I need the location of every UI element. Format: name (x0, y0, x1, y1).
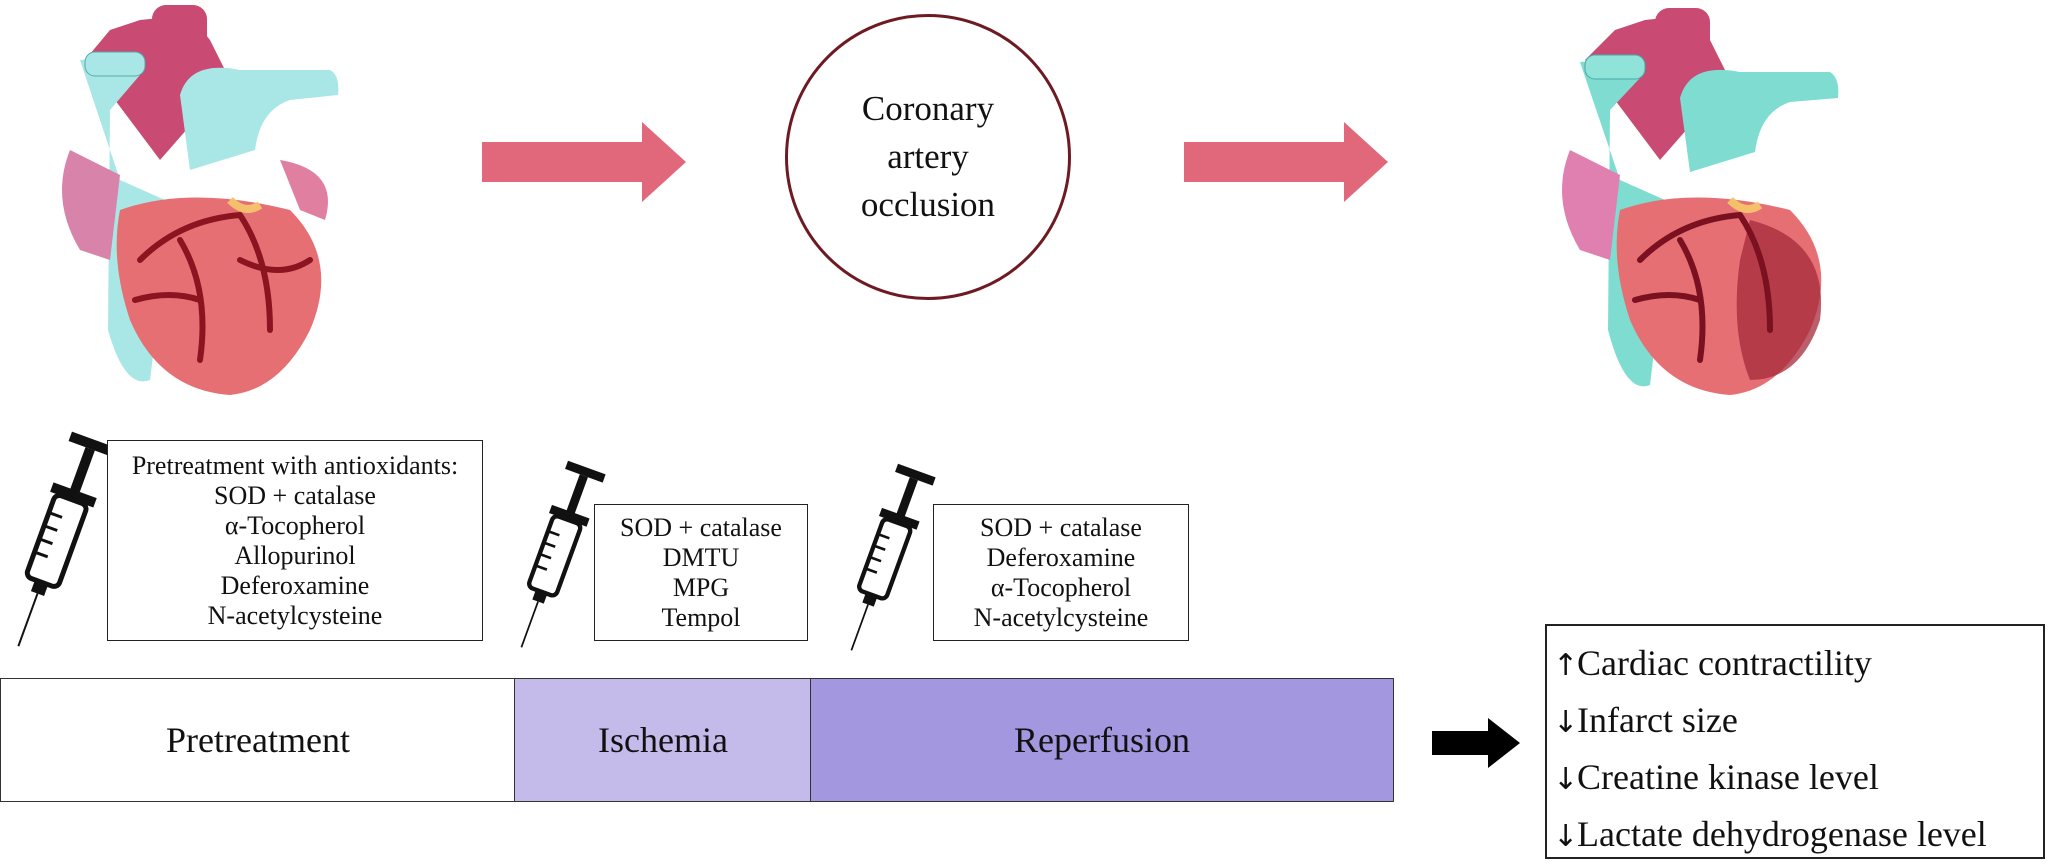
heart-healthy-illustration (62, 5, 339, 395)
outcome-item: ↑Cardiac contractility (1553, 636, 2043, 693)
decrease-arrow-icon: ↓ (1553, 762, 1579, 797)
ischemia-item: SOD + catalase (620, 512, 782, 542)
ischemia-item: MPG (672, 572, 730, 602)
pretreatment-item: Allopurinol (234, 540, 356, 570)
pretreatment-antioxidants-box: Pretreatment with antioxidants: SOD + ca… (107, 440, 483, 641)
ischemia-item: Tempol (661, 602, 741, 632)
occlusion-line-3: occlusion (860, 185, 996, 224)
timeline-ischemia: Ischemia (514, 678, 812, 802)
increase-arrow-icon: ↑ (1553, 648, 1579, 683)
pretreatment-item: N-acetylcysteine (207, 600, 383, 630)
timeline-reperfusion: Reperfusion (810, 678, 1394, 802)
decrease-arrow-icon: ↓ (1553, 819, 1579, 854)
outcome-text: Lactate dehydrogenase level (1577, 814, 1987, 854)
outcome-item: ↓Creatine kinase level (1553, 750, 2043, 807)
ischemia-item: DMTU (662, 542, 740, 572)
reperfusion-item: α-Tocopherol (990, 572, 1132, 602)
pretreatment-item: Deferoxamine (220, 570, 370, 600)
arrow-right-icon (482, 122, 686, 202)
syringe-icon (520, 460, 606, 648)
reperfusion-item: N-acetylcysteine (973, 602, 1149, 632)
outcome-text: Cardiac contractility (1577, 643, 1872, 683)
occlusion-line-2: artery (887, 137, 969, 176)
timeline-ischemia-label: Ischemia (598, 720, 728, 760)
timeline-reperfusion-label: Reperfusion (1014, 720, 1190, 760)
timeline-pretreatment-label: Pretreatment (166, 720, 350, 760)
outcome-text: Creatine kinase level (1577, 757, 1879, 797)
pretreatment-item: SOD + catalase (214, 480, 376, 510)
arrow-right-icon (1184, 122, 1388, 202)
reperfusion-item: Deferoxamine (986, 542, 1136, 572)
occlusion-line-1: Coronary (861, 89, 995, 128)
outcome-text: Infarct size (1577, 700, 1738, 740)
heart-damaged-illustration (1562, 8, 1839, 395)
syringe-icon (850, 463, 936, 651)
outcome-item: ↓Infarct size (1553, 693, 2043, 750)
ischemia-antioxidants-box: SOD + catalase DMTU MPG Tempol (594, 504, 808, 641)
decrease-arrow-icon: ↓ (1553, 705, 1579, 740)
pretreatment-box-title: Pretreatment with antioxidants: (131, 450, 459, 480)
syringe-icon (17, 431, 116, 647)
reperfusion-antioxidants-box: SOD + catalase Deferoxamine α-Tocopherol… (933, 504, 1189, 641)
arrow-right-icon (1432, 718, 1520, 768)
outcomes-box: ↑Cardiac contractility ↓Infarct size ↓Cr… (1545, 624, 2045, 859)
coronary-occlusion-circle: Coronary artery occlusion (785, 14, 1071, 300)
outcome-item: ↓Lactate dehydrogenase level (1553, 807, 2043, 864)
timeline-pretreatment: Pretreatment (0, 678, 516, 802)
reperfusion-item: SOD + catalase (980, 512, 1142, 542)
pretreatment-item: α-Tocopherol (224, 510, 366, 540)
